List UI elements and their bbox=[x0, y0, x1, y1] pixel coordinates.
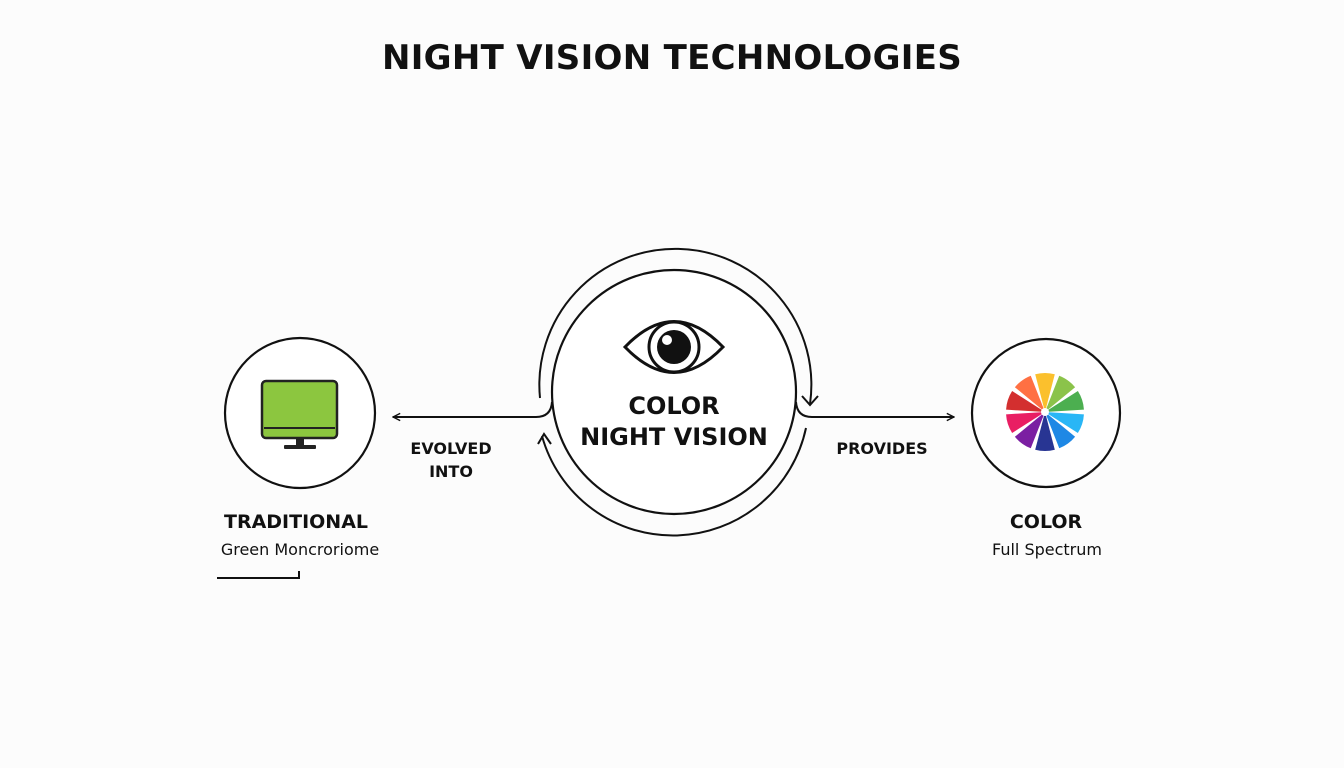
color-wheel-wedge bbox=[1045, 412, 1084, 433]
color-wheel-wedge bbox=[1035, 412, 1055, 452]
color-wheel-wedge bbox=[1014, 412, 1045, 449]
color-wheel-wedge bbox=[1045, 391, 1084, 412]
evolved-into-arrow bbox=[393, 401, 553, 417]
traditional-underline bbox=[217, 571, 300, 579]
color-wheel-wedge bbox=[1045, 412, 1076, 449]
page-title: NIGHT VISION TECHNOLOGIES bbox=[381, 38, 963, 78]
provides-label: PROVIDES bbox=[836, 439, 928, 458]
center-node-label-line1: COLOR bbox=[628, 392, 720, 420]
cycle-arrowhead-left bbox=[537, 432, 552, 445]
eye-icon bbox=[622, 320, 726, 374]
evolved-into-label-line2: INTO bbox=[429, 462, 473, 481]
provides-arrow bbox=[795, 401, 954, 417]
color-wheel-wedge bbox=[1006, 412, 1045, 433]
color-node-subtitle: Full Spectrum bbox=[992, 540, 1102, 559]
color-wheel-hub bbox=[1041, 408, 1049, 416]
color-wheel-wedge bbox=[1035, 372, 1055, 412]
color-wheel-wedge bbox=[1014, 375, 1045, 412]
cycle-arc-top bbox=[538, 247, 813, 405]
color-wheel-wedge bbox=[1006, 391, 1045, 412]
center-node-label-line2: NIGHT VISION bbox=[580, 423, 768, 451]
color-node-title: COLOR bbox=[1009, 511, 1083, 533]
color-wheel-wedge bbox=[1045, 375, 1076, 412]
monitor-icon bbox=[260, 379, 339, 449]
evolved-into-label-line1: EVOLVED bbox=[410, 439, 492, 458]
color-wheel-icon bbox=[1006, 372, 1084, 452]
center-node-circle bbox=[550, 268, 798, 516]
cycle-arc-bottom bbox=[541, 427, 807, 537]
traditional-node-subtitle: Green Moncroriome bbox=[220, 540, 380, 559]
cycle-arrowhead-right bbox=[801, 395, 819, 407]
traditional-node-title: TRADITIONAL bbox=[223, 511, 369, 533]
